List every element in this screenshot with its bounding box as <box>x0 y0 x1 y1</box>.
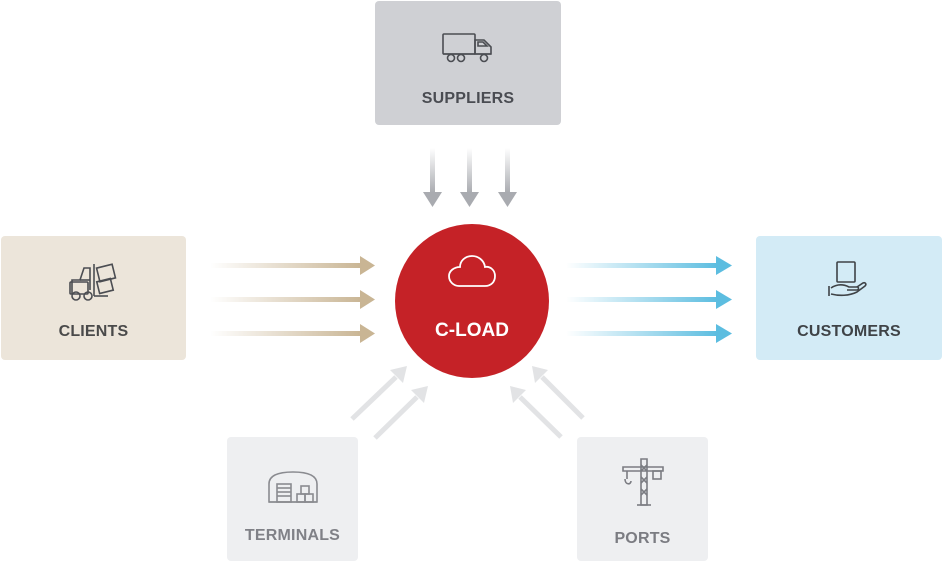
suppliers-arrow-3 <box>505 148 510 193</box>
suppliers-arrowhead-2 <box>460 192 479 207</box>
clients-node: CLIENTS <box>1 236 186 360</box>
customers-arrow-1 <box>566 263 718 268</box>
clients-label: CLIENTS <box>58 323 129 340</box>
terminals-arrows <box>350 366 428 440</box>
cloud-icon <box>447 254 497 295</box>
clients-arrow-1 <box>210 263 362 268</box>
terminals-arrow-1 <box>350 375 398 421</box>
terminals-arrowhead-2 <box>411 386 428 403</box>
clients-arrowhead-3 <box>360 324 375 343</box>
hand-box-icon <box>827 260 871 305</box>
suppliers-arrowhead-1 <box>423 192 442 207</box>
suppliers-arrows <box>423 148 517 207</box>
clients-arrows <box>210 256 375 343</box>
terminals-arrow-2 <box>373 395 419 440</box>
terminals-node: TERMINALS <box>227 437 358 561</box>
customers-arrow-3 <box>566 331 718 336</box>
customers-arrow-2 <box>566 297 718 302</box>
customers-arrows <box>566 256 732 343</box>
clients-arrow-2 <box>210 297 362 302</box>
forklift-icon <box>66 260 122 307</box>
customers-arrowhead-3 <box>716 324 732 343</box>
terminals-label: TERMINALS <box>244 527 341 544</box>
ports-arrow-1 <box>540 375 585 420</box>
c-load-hub: C-LOAD <box>395 224 549 378</box>
ports-label: PORTS <box>614 530 671 547</box>
suppliers-label: SUPPLIERS <box>421 90 515 107</box>
truck-icon <box>441 31 495 70</box>
terminals-arrowhead-1 <box>390 366 407 383</box>
c-load-label: C-LOAD <box>435 320 509 341</box>
suppliers-arrow-1 <box>430 148 435 193</box>
warehouse-icon <box>265 470 321 509</box>
ports-arrowhead-2 <box>510 386 526 403</box>
clients-arrowhead-2 <box>360 290 375 309</box>
suppliers-arrowhead-3 <box>498 192 517 207</box>
ports-node: PORTS <box>577 437 708 561</box>
crane-icon <box>621 457 665 512</box>
suppliers-node: SUPPLIERS <box>375 1 561 125</box>
suppliers-arrow-2 <box>467 148 472 193</box>
customers-arrowhead-2 <box>716 290 732 309</box>
customers-arrowhead-1 <box>716 256 732 275</box>
ports-arrowhead-1 <box>532 366 548 383</box>
customers-node: CUSTOMERS <box>756 236 942 360</box>
ports-arrow-2 <box>518 395 563 439</box>
clients-arrowhead-1 <box>360 256 375 275</box>
clients-arrow-3 <box>210 331 362 336</box>
ports-arrows <box>510 366 585 439</box>
customers-label: CUSTOMERS <box>797 323 901 340</box>
